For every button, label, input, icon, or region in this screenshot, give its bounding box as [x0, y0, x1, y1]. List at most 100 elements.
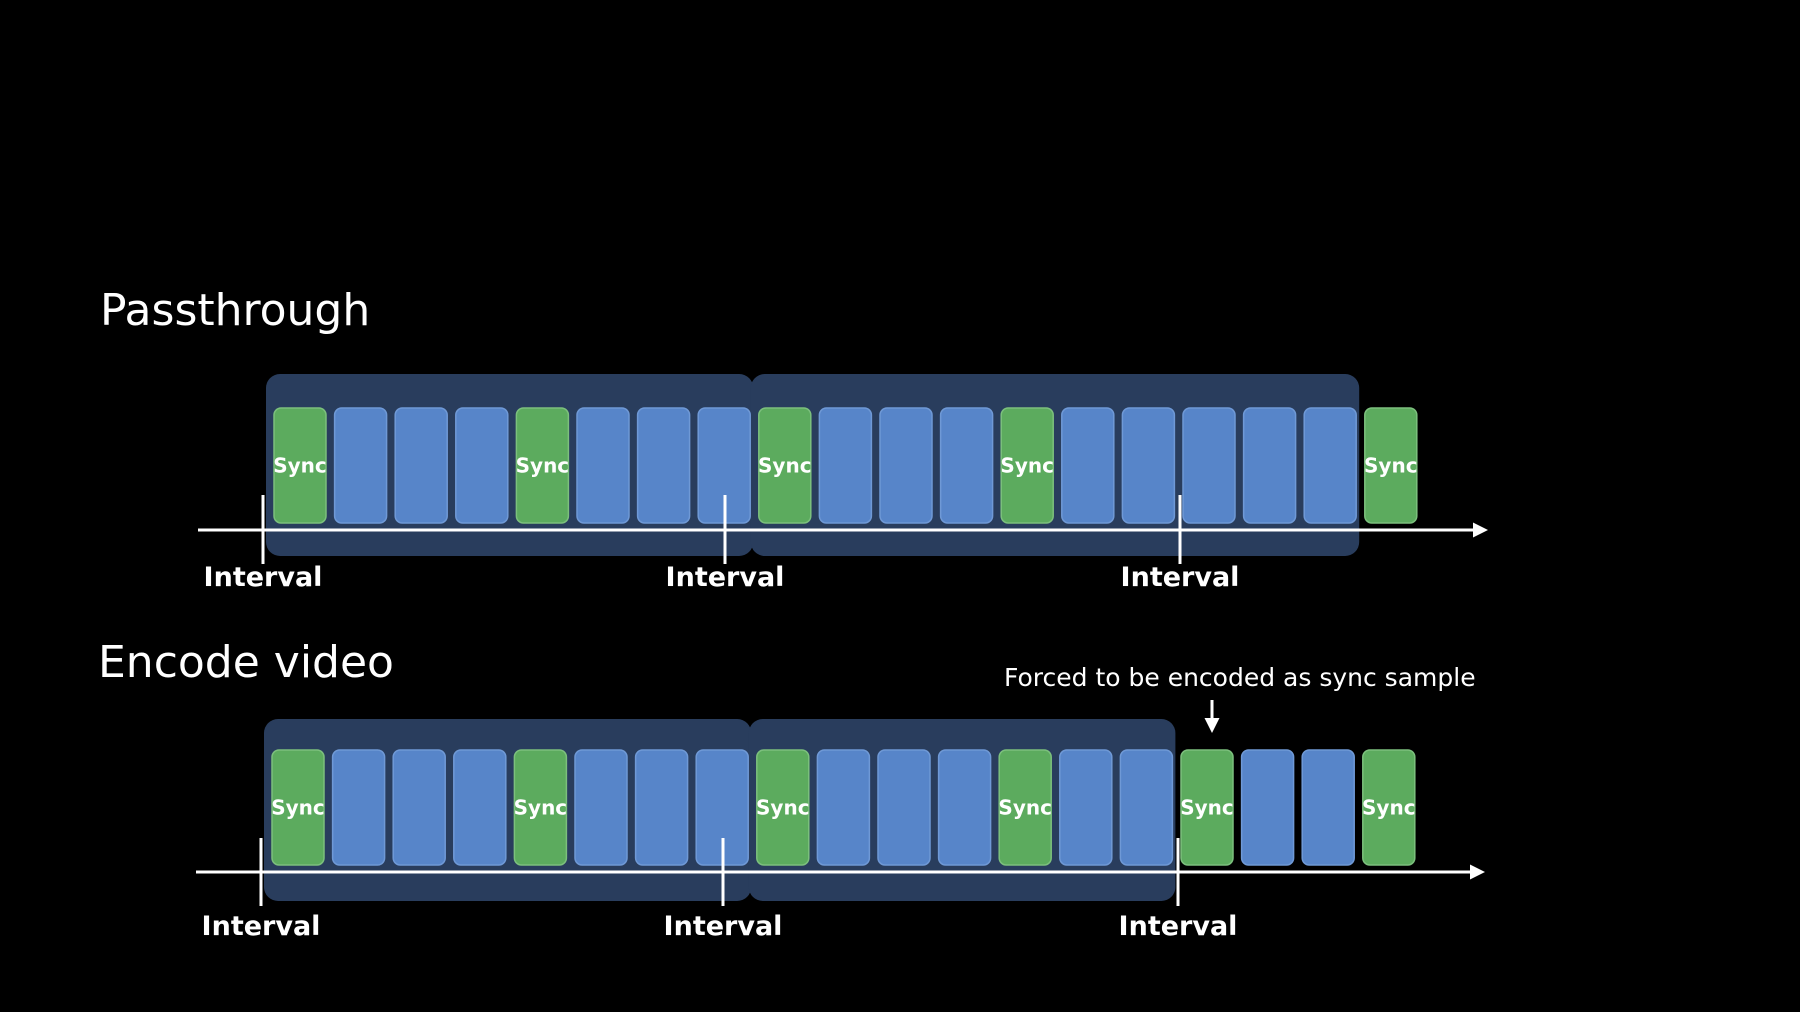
regular-sample-box	[818, 407, 873, 524]
sync-sample-box	[1362, 749, 1416, 866]
sync-sample: Sync	[271, 749, 325, 866]
regular-sample-box	[333, 407, 388, 524]
regular-sample-box	[1059, 749, 1113, 866]
regular-sample-box	[392, 749, 446, 866]
regular-sample	[394, 407, 448, 524]
interval-group-panel	[264, 719, 752, 901]
sync-sample: Sync	[273, 407, 327, 524]
sync-sample-box	[513, 749, 568, 866]
regular-sample-box	[636, 407, 691, 524]
regular-sample	[877, 749, 931, 866]
interval-label: Interval	[204, 562, 323, 593]
sync-sample-box	[515, 407, 570, 524]
sync-label: Sync	[998, 796, 1052, 820]
regular-sample-box	[1242, 407, 1297, 524]
sync-sample: Sync	[998, 749, 1052, 866]
interval-label: Interval	[1121, 562, 1240, 593]
regular-sample-box	[574, 749, 628, 866]
regular-sample	[1242, 407, 1297, 524]
regular-sample	[1240, 749, 1295, 866]
regular-sample-box	[816, 749, 871, 866]
regular-sample	[636, 407, 691, 524]
interval-label: Interval	[664, 911, 783, 942]
regular-sample	[392, 749, 446, 866]
sync-label: Sync	[516, 454, 570, 478]
sync-sample-box	[271, 749, 325, 866]
sync-sample: Sync	[758, 407, 812, 524]
regular-sample-box	[331, 749, 386, 866]
sync-sample-box	[998, 749, 1052, 866]
interval-label: Interval	[666, 562, 785, 593]
regular-sample	[1061, 407, 1115, 524]
regular-sample-box	[1119, 749, 1174, 866]
sync-sample-box	[1000, 407, 1054, 524]
interval-label: Interval	[202, 911, 321, 942]
sync-label: Sync	[1364, 454, 1418, 478]
regular-sample	[634, 749, 689, 866]
forced-sync-sample: Sync	[1180, 749, 1234, 866]
regular-sample-box	[453, 749, 507, 866]
regular-sample	[937, 749, 992, 866]
regular-sample	[333, 407, 388, 524]
regular-sample	[1182, 407, 1236, 524]
sync-label: Sync	[1000, 454, 1054, 478]
regular-sample-box	[394, 407, 448, 524]
regular-sample	[574, 749, 628, 866]
regular-sample-box	[1303, 407, 1357, 524]
sync-sample: Sync	[513, 749, 568, 866]
regular-sample	[879, 407, 933, 524]
regular-sample-box	[1061, 407, 1115, 524]
encode-video-title: Encode video	[98, 637, 394, 688]
regular-sample-box	[1182, 407, 1236, 524]
regular-sample	[576, 407, 630, 524]
regular-sample-box	[634, 749, 689, 866]
regular-sample-box	[576, 407, 630, 524]
passthrough-sample-track: Sync Sync Sync Sync Sync	[273, 407, 1418, 524]
sync-label: Sync	[1362, 796, 1416, 820]
sync-sample: Sync	[1000, 407, 1054, 524]
regular-sample	[1301, 749, 1355, 866]
regular-sample	[331, 749, 386, 866]
sync-sample-box	[273, 407, 327, 524]
regular-sample-box	[937, 749, 992, 866]
regular-sample-box	[879, 407, 933, 524]
forced-sync-annotation: Forced to be encoded as sync sample	[1004, 663, 1476, 692]
regular-sample	[1303, 407, 1357, 524]
regular-sample	[818, 407, 873, 524]
encode-video-sample-track: Sync Sync Sync Sync Sync Sync	[271, 749, 1416, 866]
regular-sample	[939, 407, 994, 524]
sync-sample: Sync	[1364, 407, 1418, 524]
regular-sample-box	[1121, 407, 1176, 524]
sync-label: Sync	[756, 796, 810, 820]
sync-sample-box	[756, 749, 810, 866]
regular-sample-box	[455, 407, 509, 524]
sync-sample: Sync	[515, 407, 570, 524]
regular-sample-box	[877, 749, 931, 866]
sync-label: Sync	[271, 796, 325, 820]
passthrough-title: Passthrough	[100, 285, 370, 336]
passthrough-section: Passthrough Sync Sync Sync Sync Sync Interva…	[100, 285, 1488, 593]
regular-sample	[816, 749, 871, 866]
sync-sample-box	[1364, 407, 1418, 524]
sync-label: Sync	[758, 454, 812, 478]
regular-sample	[455, 407, 509, 524]
encode-video-interval-ticks: Interval Interval Interval	[202, 838, 1238, 942]
sync-sample: Sync	[756, 749, 810, 866]
interval-label: Interval	[1119, 911, 1238, 942]
regular-sample-box	[939, 407, 994, 524]
regular-sample	[453, 749, 507, 866]
sync-sample: Sync	[1362, 749, 1416, 866]
encode-video-section: Encode video Forced to be encoded as syn…	[98, 637, 1485, 942]
regular-sample-box	[1240, 749, 1295, 866]
sync-label: Sync	[514, 796, 568, 820]
sync-sample-box	[1180, 749, 1234, 866]
regular-sample	[1121, 407, 1176, 524]
sync-sample-box	[758, 407, 812, 524]
sync-label: Sync	[273, 454, 327, 478]
passthrough-interval-ticks: Interval Interval Interval	[204, 495, 1240, 593]
sync-label: Sync	[1180, 796, 1234, 820]
regular-sample-box	[1301, 749, 1355, 866]
regular-sample	[1059, 749, 1113, 866]
interval-group-panel	[266, 374, 754, 556]
